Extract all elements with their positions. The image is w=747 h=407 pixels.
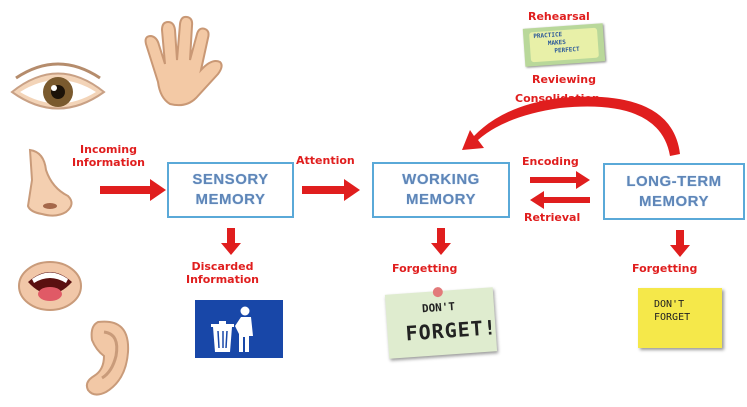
rehearsal-sticky-note: PRACTICE MAKES PERFECT [522,23,606,67]
forgetting-longterm-label: Forgetting [632,262,698,275]
incoming-arrow [100,179,166,201]
discarded-line2: Information [186,273,259,286]
mouth-icon [18,261,82,311]
long-term-memory-line1: LONG-TERM [626,172,722,190]
long-term-memory-box: LONG-TERM MEMORY [603,163,745,220]
working-note-line2: FORGET! [404,315,498,346]
discarded-line1: Discarded [191,260,254,273]
attention-label: Attention [296,154,355,167]
trash-bin-icon [195,300,283,358]
consolidation-label: Consolidation [515,92,600,105]
pin-icon [432,286,444,298]
incoming-information-label: Incoming Information [72,143,145,169]
sensory-memory-line1: SENSORY [192,171,269,188]
reviewing-label: Reviewing [532,73,596,86]
discarded-information-label: Discarded Information [186,260,259,286]
sensory-down-arrow [221,228,241,255]
rehearsal-curve-arrow [462,96,680,156]
encoding-arrow [530,171,590,189]
working-memory-line2: MEMORY [406,191,476,208]
eye-icon [10,62,106,110]
hand-icon [144,15,223,107]
retrieval-arrow [530,191,590,209]
working-note-line1: DON'T [421,299,456,316]
attention-arrow [302,179,360,201]
sensory-memory-box: SENSORY MEMORY [167,162,294,218]
working-memory-box: WORKING MEMORY [372,162,510,218]
trash-figure-icon [211,306,253,352]
rehearsal-note-text: PRACTICE MAKES PERFECT [533,30,580,57]
ear-icon [85,320,130,396]
incoming-line2: Information [72,156,145,169]
long-term-memory-line2: MEMORY [639,192,709,210]
retrieval-label: Retrieval [524,211,581,224]
forgetting-working-label: Forgetting [392,262,458,275]
encoding-label: Encoding [522,155,579,168]
working-forget-note: DON'T FORGET! [384,286,498,359]
nose-icon [26,148,73,217]
sensory-memory-line2: MEMORY [195,191,266,208]
longterm-forget-note: DON'T FORGET [638,288,722,348]
working-down-arrow [431,228,451,255]
incoming-line1: Incoming [80,143,137,156]
longterm-down-arrow [670,230,690,257]
working-memory-line1: WORKING [402,171,480,188]
longterm-note-text: DON'T FORGET [654,298,690,324]
longterm-note-line2: FORGET [654,312,691,323]
longterm-note-line1: DON'T [654,299,685,310]
rehearsal-label: Rehearsal [528,10,590,23]
